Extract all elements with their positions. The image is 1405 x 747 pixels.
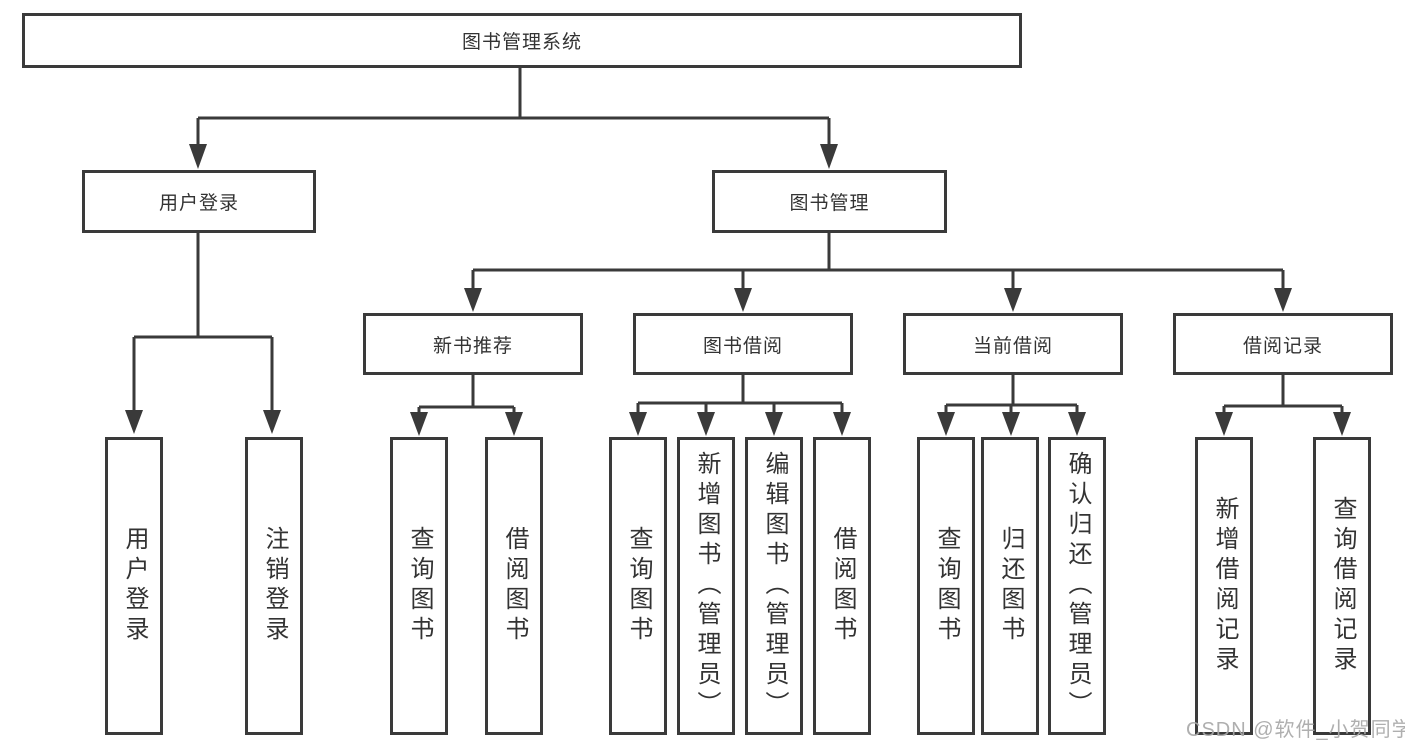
connector-root-to-level2 (189, 68, 838, 169)
leaf-add-borrow-record: 新增借阅记录 (1195, 437, 1253, 735)
node-user-login-label: 用户登录 (158, 193, 239, 214)
leaf-logout: 注销登录 (245, 437, 303, 735)
connector-borrowrecords-to-leaves (1215, 375, 1351, 436)
leaf-confirm-return-admin-label: 确认归还（管理员） (1064, 451, 1091, 721)
node-root-system: 图书管理系统 (22, 13, 1022, 68)
leaf-user-login: 用户登录 (105, 437, 163, 735)
leaf-add-book-admin-label: 新增图书（管理员） (693, 451, 720, 721)
node-root-label: 图书管理系统 (461, 32, 582, 53)
node-book-borrow: 图书借阅 (633, 313, 853, 375)
leaf-borrow-book-label: 借阅图书 (829, 526, 856, 646)
leaf-add-borrow-record-label: 新增借阅记录 (1211, 496, 1238, 676)
leaf-query-book-under-borrow: 查询图书 (609, 437, 667, 735)
node-borrow-records-label: 借阅记录 (1242, 335, 1323, 357)
node-book-management: 图书管理 (712, 170, 947, 233)
leaf-query-borrow-record: 查询借阅记录 (1313, 437, 1371, 735)
node-new-book-recommend-label: 新书推荐 (432, 335, 513, 357)
leaf-borrow-book-under-recommend: 借阅图书 (485, 437, 543, 735)
node-borrow-records: 借阅记录 (1173, 313, 1393, 375)
leaf-user-login-label: 用户登录 (121, 526, 148, 646)
connector-currentborrow-to-leaves (937, 375, 1086, 436)
node-new-book-recommend: 新书推荐 (363, 313, 583, 375)
connector-bookborrow-to-leaves (629, 375, 851, 436)
leaf-return-book: 归还图书 (981, 437, 1039, 735)
node-book-management-label: 图书管理 (789, 193, 870, 214)
leaf-add-book-admin: 新增图书（管理员） (677, 437, 735, 735)
leaf-return-book-label: 归还图书 (997, 526, 1024, 646)
leaf-logout-label: 注销登录 (261, 526, 288, 646)
node-current-borrow-label: 当前借阅 (972, 335, 1053, 357)
node-book-borrow-label: 图书借阅 (702, 335, 783, 357)
leaf-query-book-under-current: 查询图书 (917, 437, 975, 735)
leaf-borrow-book-label: 借阅图书 (501, 526, 528, 646)
leaf-query-book-label: 查询图书 (625, 526, 652, 646)
leaf-query-book-label: 查询图书 (406, 526, 433, 646)
connector-newbookrec-to-leaves (410, 375, 523, 436)
leaf-confirm-return-admin: 确认归还（管理员） (1048, 437, 1106, 735)
connector-bookmgmt-to-level3 (464, 233, 1292, 312)
leaf-edit-book-admin: 编辑图书（管理员） (745, 437, 803, 735)
node-current-borrow: 当前借阅 (903, 313, 1123, 375)
csdn-watermark: CSDN @软件_小贺同学 (1186, 719, 1405, 741)
leaf-query-borrow-record-label: 查询借阅记录 (1329, 496, 1356, 676)
leaf-edit-book-admin-label: 编辑图书（管理员） (761, 451, 788, 721)
leaf-borrow-book-under-borrow: 借阅图书 (813, 437, 871, 735)
connector-userlogin-to-leaves (125, 233, 281, 434)
node-user-login: 用户登录 (82, 170, 316, 233)
leaf-query-book-label: 查询图书 (933, 526, 960, 646)
leaf-query-book-under-recommend: 查询图书 (390, 437, 448, 735)
